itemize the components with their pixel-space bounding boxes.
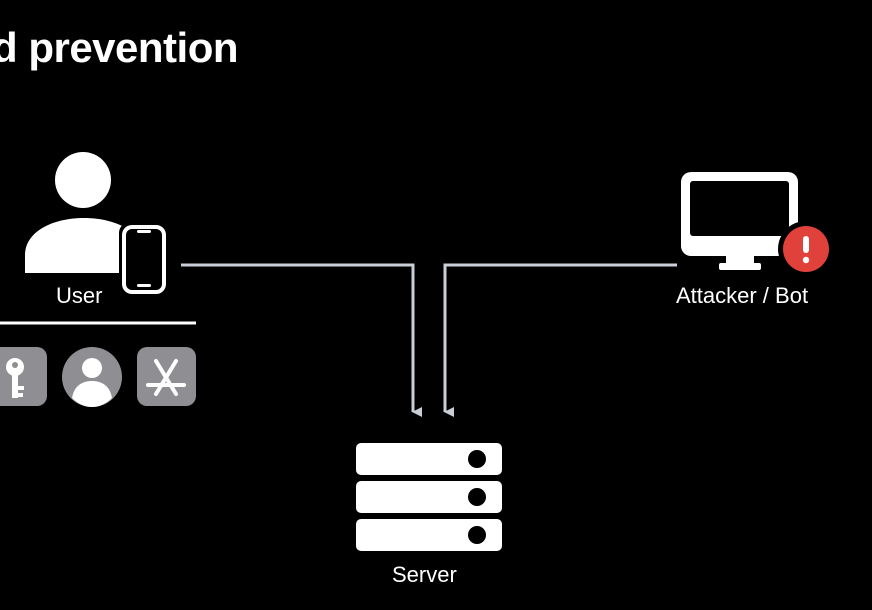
user-to-server-arrow <box>181 263 422 417</box>
monitor-icon <box>681 172 798 270</box>
key-icon <box>0 347 47 406</box>
user-label: User <box>56 283 103 308</box>
phone-icon <box>119 222 171 297</box>
alert-icon <box>778 221 834 277</box>
app-store-icon <box>137 347 196 406</box>
page-title: d prevention <box>0 24 239 71</box>
attacker-label: Attacker / Bot <box>676 283 809 308</box>
person-icon <box>62 347 122 407</box>
attacker-to-server-arrow <box>443 263 677 417</box>
user-person-icon <box>25 152 143 273</box>
server-label: Server <box>392 562 457 587</box>
server-icon <box>356 443 502 551</box>
